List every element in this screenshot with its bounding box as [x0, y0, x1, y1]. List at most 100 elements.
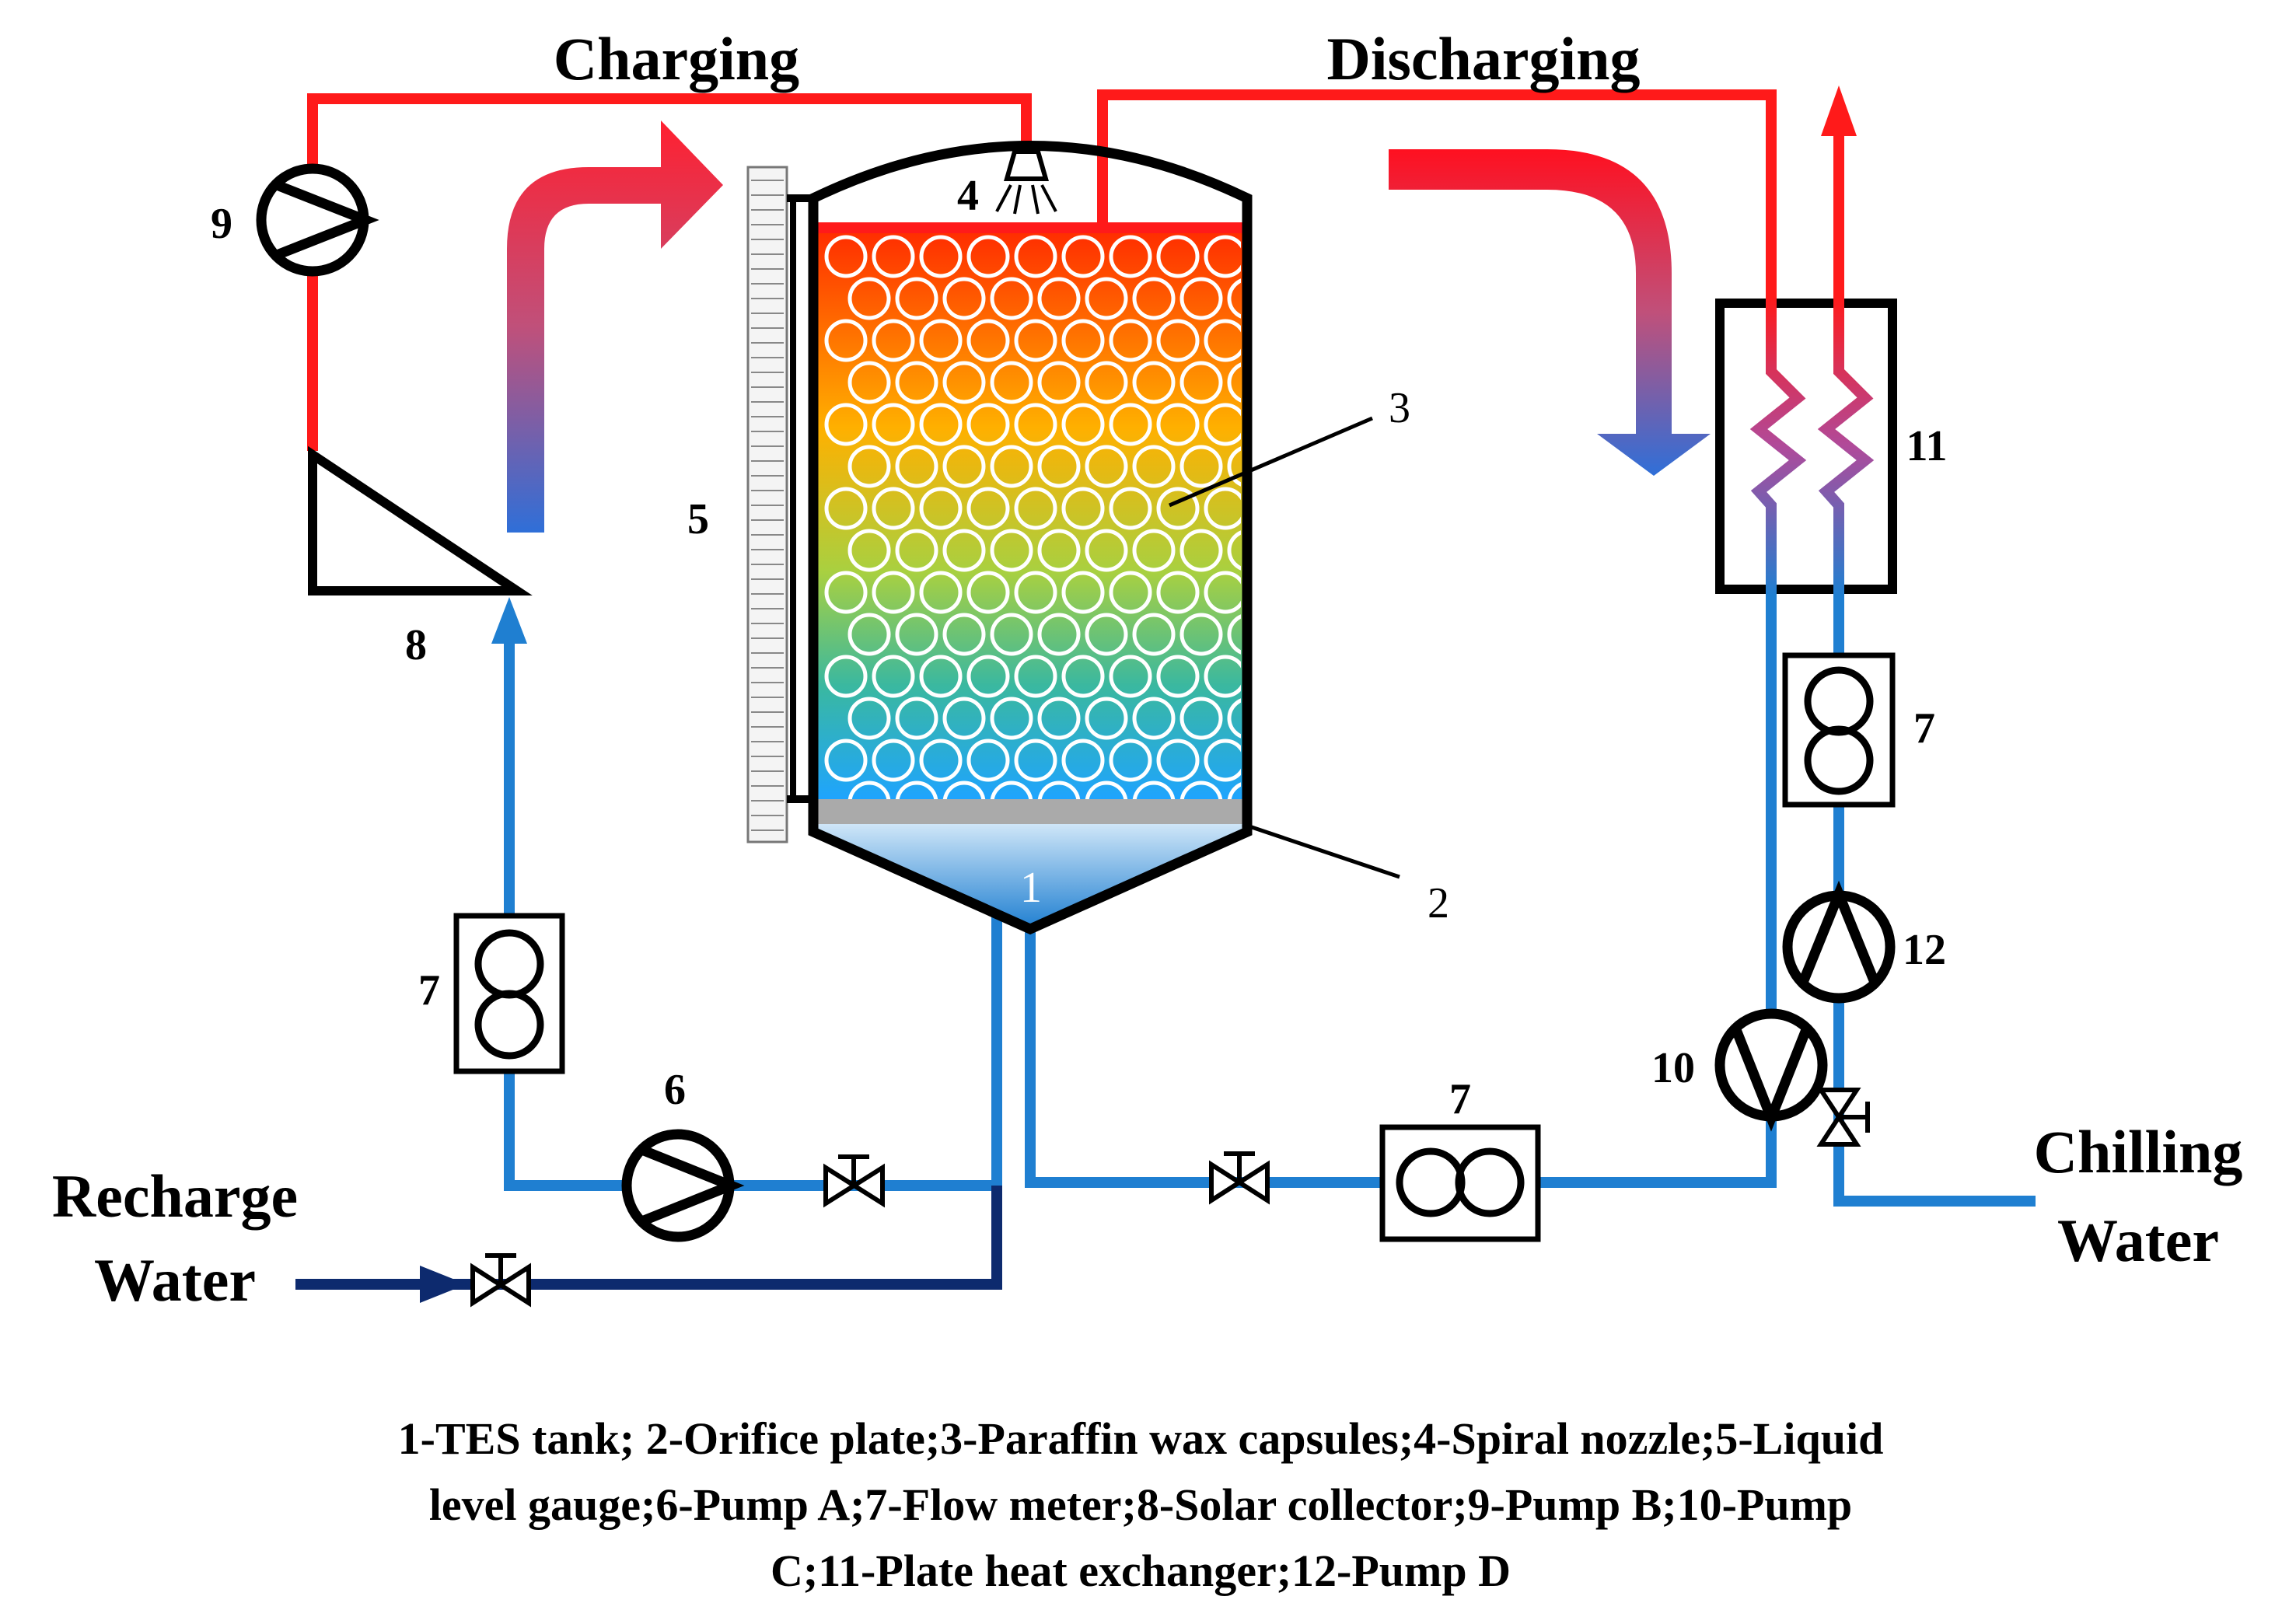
- recharge-water-label-1: Recharge: [52, 1162, 298, 1230]
- capsule: [919, 487, 963, 530]
- capsule: [1014, 655, 1057, 698]
- capsule: [1204, 235, 1241, 278]
- capsule: [1179, 445, 1223, 488]
- capsule: [1227, 614, 1241, 655]
- capsule: [990, 529, 1033, 572]
- discharging-flow-arrow: [1389, 149, 1711, 476]
- capsule: [1156, 655, 1200, 698]
- capsule: [1227, 446, 1241, 487]
- capsule: [1253, 489, 1292, 528]
- capsule: [1037, 361, 1081, 404]
- capsule: [1132, 445, 1176, 488]
- label-heat-exchanger: 11: [1906, 422, 1948, 470]
- recharge-water-label-2: Water: [94, 1246, 256, 1314]
- capsule: [1109, 655, 1152, 698]
- label-nozzle: 4: [957, 172, 979, 220]
- capsule: [895, 361, 938, 404]
- capsule: [872, 739, 915, 782]
- capsule: [1085, 277, 1128, 320]
- capsule: [1085, 361, 1128, 404]
- chilling-loop-pipe: [1833, 501, 2036, 1207]
- capsule: [966, 319, 1010, 362]
- outlet-arrowhead: [1821, 86, 1857, 136]
- capsule: [1014, 235, 1057, 278]
- charging-flow-arrow: [507, 120, 723, 533]
- capsule: [990, 613, 1033, 656]
- capsule: [1253, 405, 1292, 444]
- capsule: [1227, 362, 1241, 403]
- label-flow-meter-left: 7: [418, 966, 440, 1015]
- capsule: [1037, 445, 1081, 488]
- capsule: [1179, 697, 1223, 740]
- valve-discharge: [1209, 1151, 1270, 1205]
- recharge-arrowhead: [420, 1266, 467, 1303]
- capsule: [1204, 571, 1241, 614]
- capsule: [942, 361, 986, 404]
- flow-meter-bottom: [1379, 1124, 1541, 1242]
- legend-line-3: C;11-Plate heat exchanger;12-Pump D: [771, 1545, 1511, 1596]
- capsule: [824, 571, 868, 614]
- capsule: [942, 529, 986, 572]
- capsule: [895, 697, 938, 740]
- legend-line-1: 1-TES tank; 2-Orifice plate;3-Paraffin w…: [398, 1413, 1884, 1464]
- capsule: [1132, 277, 1176, 320]
- capsule: [1156, 739, 1200, 782]
- capsule: [1132, 529, 1176, 572]
- capsule: [1253, 321, 1292, 360]
- capsule: [1179, 613, 1223, 656]
- capsule: [1037, 529, 1081, 572]
- capsule: [1277, 615, 1316, 654]
- capsule: [872, 487, 915, 530]
- capsule: [1156, 403, 1200, 446]
- flow-meter-right: [1782, 652, 1896, 808]
- capsule: [942, 277, 986, 320]
- label-capsules: 3: [1389, 384, 1410, 432]
- capsule: [1014, 487, 1057, 530]
- pump-a: [621, 1129, 745, 1242]
- solar-collector: [308, 445, 533, 595]
- tank-water: [816, 824, 1244, 929]
- capsule: [847, 529, 891, 572]
- capsule: [1109, 487, 1152, 530]
- chilling-water-label-1: Chilling: [2034, 1118, 2243, 1186]
- label-pump-a: 6: [664, 1066, 686, 1114]
- capsule: [1277, 363, 1316, 402]
- pump-c: [1714, 1008, 1828, 1132]
- capsule: [1253, 573, 1292, 612]
- capsule: [1179, 361, 1223, 404]
- spiral-nozzle: [995, 149, 1057, 215]
- capsule: [919, 403, 963, 446]
- capsule: [1227, 698, 1241, 739]
- capsule: [990, 445, 1033, 488]
- label-flow-meter-right: 7: [1913, 704, 1935, 753]
- capsule: [966, 739, 1010, 782]
- capsule: [895, 445, 938, 488]
- capsule: [1132, 613, 1176, 656]
- capsule: [1204, 319, 1241, 362]
- capsule: [942, 697, 986, 740]
- tes-tank: [808, 141, 1316, 935]
- capsule: [990, 697, 1033, 740]
- tank-top-band: [813, 222, 1247, 233]
- capsule: [1277, 279, 1316, 318]
- capsule: [1204, 487, 1241, 530]
- capsule: [919, 655, 963, 698]
- capsule: [872, 571, 915, 614]
- capsule: [1014, 739, 1057, 782]
- capsule: [824, 235, 868, 278]
- capsule: [824, 319, 868, 362]
- capsule: [824, 655, 868, 698]
- capsule: [895, 529, 938, 572]
- capsule: [919, 571, 963, 614]
- capsule: [847, 697, 891, 740]
- capsule: [895, 613, 938, 656]
- capsule: [942, 445, 986, 488]
- capsule: [919, 739, 963, 782]
- capsule: [966, 235, 1010, 278]
- label-level-gauge: 5: [687, 495, 709, 543]
- capsule: [1014, 571, 1057, 614]
- collector-inlet-arrowhead: [491, 597, 527, 644]
- label-tes-tank: 1: [1020, 864, 1042, 912]
- capsule: [1179, 529, 1223, 572]
